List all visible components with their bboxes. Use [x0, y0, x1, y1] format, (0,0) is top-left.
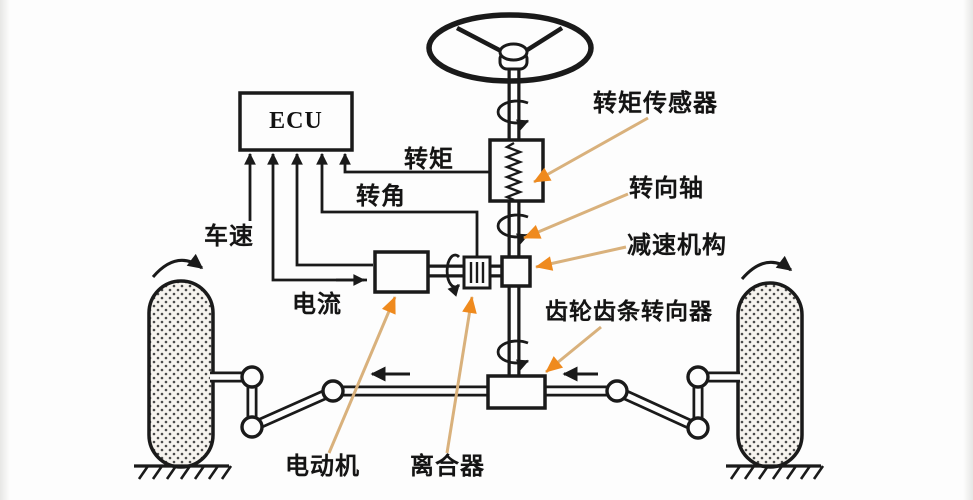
callout-arrow-motor: [327, 296, 397, 454]
ball-joint: [686, 365, 710, 389]
label-steering-angle: 转角: [356, 183, 406, 210]
spring-icon: [503, 141, 524, 202]
component-boxes: [373, 138, 547, 410]
clutch-plates-icon: [469, 262, 485, 283]
callout-arrow-clutch: [445, 296, 477, 454]
label-vehicle-speed: 车速: [204, 223, 254, 250]
steering-wheel-hub-top: [498, 42, 529, 62]
wheel-right: [736, 281, 804, 469]
callout-arrows: [327, 116, 649, 454]
callout-arrow-steering-shaft: [523, 192, 629, 240]
wheel-left: [147, 279, 215, 469]
label-clutch: 离合器: [410, 453, 485, 480]
ball-joint: [605, 379, 629, 403]
rotation-arrow-icon: [496, 99, 530, 131]
ground-right: [726, 464, 825, 480]
wire-current-a: [267, 152, 367, 282]
ball-joint: [240, 365, 264, 389]
callout-arrow-reduction-mechanism: [535, 245, 627, 271]
label-electric-motor: 电动机: [285, 453, 360, 480]
ball-joint: [321, 379, 345, 403]
steering-linkage: [210, 365, 740, 440]
callout-arrow-torque-sensor: [533, 116, 649, 184]
wire-torque: [339, 152, 490, 174]
ball-joint: [240, 415, 264, 439]
label-rack-pinion-steering-gear: 齿轮齿条转向器: [545, 298, 713, 324]
ball-joint: [686, 416, 710, 440]
steering-wheel-rim: [426, 12, 594, 84]
wire-current-b: [291, 152, 373, 267]
wheel-right-rotation-arrow-icon: [740, 255, 793, 280]
ground-left: [134, 464, 233, 480]
ecu-label: ECU: [269, 108, 323, 134]
callout-arrow-rack-pinion: [545, 325, 602, 374]
rack-pinion-gear-box: [486, 374, 547, 410]
steering-shaft-assembly: [428, 64, 530, 379]
steering-wheel-spoke: [522, 26, 564, 54]
rotation-arrow-icon: [445, 253, 461, 297]
reduction-gear-box: [500, 255, 532, 288]
wire-steering-angle: [316, 152, 479, 256]
label-current: 电流: [292, 291, 342, 318]
label-steering-shaft: 转向轴: [629, 175, 704, 202]
rotation-arrow-icon: [496, 213, 530, 245]
wheel-left-rotation-arrow-icon: [151, 253, 204, 278]
label-reduction-mechanism: 减速机构: [627, 232, 727, 259]
steering-wheel: [426, 12, 594, 84]
ecu-box: [238, 91, 354, 152]
label-torque: 转矩: [404, 146, 454, 173]
steering-wheel-spoke: [455, 26, 505, 54]
label-torque-sensor: 转矩传感器: [593, 90, 718, 117]
rotation-arrow-icon: [496, 339, 530, 371]
motor-box: [373, 250, 430, 294]
